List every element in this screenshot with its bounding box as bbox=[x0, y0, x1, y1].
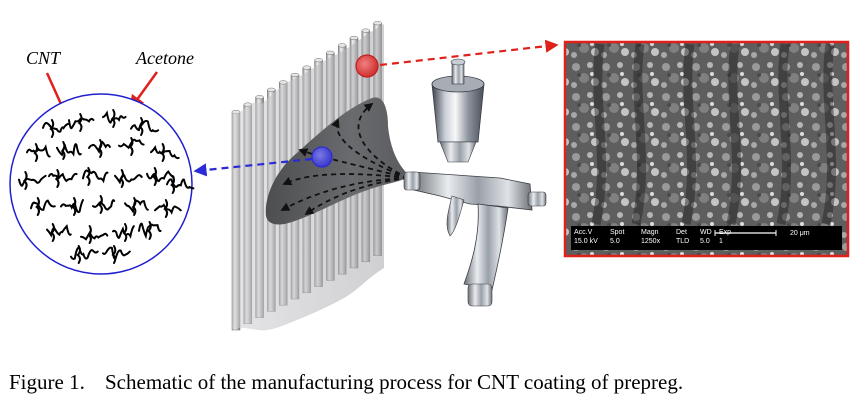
prepreg-rod-top bbox=[337, 43, 347, 48]
cnt-bundle bbox=[18, 174, 47, 187]
sem-sample-point bbox=[355, 54, 379, 78]
cnt-bundle bbox=[42, 121, 70, 133]
cnt-bundle bbox=[60, 199, 84, 214]
sem-ridge-shadow bbox=[821, 43, 837, 225]
prepreg-rod-top bbox=[373, 21, 382, 26]
cnt-bundle bbox=[82, 169, 109, 184]
prepreg-rod-top bbox=[326, 50, 335, 55]
cnt-bundle-branch bbox=[60, 141, 66, 160]
figure-caption: Figure 1. Schematic of the manufacturing … bbox=[9, 370, 849, 395]
prepreg-rod-top bbox=[361, 28, 371, 33]
prepreg-rod-top bbox=[278, 80, 288, 85]
cnt-bundle-branch bbox=[54, 169, 60, 188]
cnt-bundle bbox=[138, 222, 162, 240]
cnt-bundle bbox=[150, 145, 180, 160]
cnt-bundle-branch bbox=[35, 197, 40, 216]
cnt-bundle bbox=[146, 170, 175, 183]
prepreg-rod-top bbox=[302, 65, 312, 70]
sem-info-text: TLD bbox=[676, 238, 689, 245]
cnt-bundle-branch bbox=[97, 139, 103, 158]
sem-info-row-values: 15.0 kV 5.0 1250x TLD 5.0 1 bbox=[574, 238, 723, 245]
spray-sample-point bbox=[311, 146, 333, 168]
spray-cone bbox=[265, 97, 410, 225]
figure-number: Figure 1. bbox=[9, 370, 85, 394]
cnt-bundle-branch bbox=[146, 221, 152, 240]
cnt-bundle-branch bbox=[110, 109, 116, 128]
sem-info-text: Acc.V bbox=[574, 229, 593, 236]
sem-ridge-shadow bbox=[681, 43, 697, 225]
sem-ridge-shadow bbox=[591, 43, 607, 225]
cnt-bundle-branch bbox=[128, 137, 134, 156]
cnt-bundle bbox=[30, 199, 56, 211]
cnt-bundle bbox=[46, 224, 72, 238]
cnt-bundle bbox=[56, 143, 82, 157]
sem-ridge-shadow bbox=[631, 43, 647, 225]
sem-ridge-shadow bbox=[776, 43, 792, 225]
spray-gun bbox=[403, 58, 547, 307]
cnt-bundle bbox=[70, 246, 99, 260]
sem-micrograph: Acc.VSpotMagnDetWDExp 15.0 kV5.01250xTLD… bbox=[563, 40, 850, 258]
cnt-bundle bbox=[92, 199, 116, 211]
cnt-bundle bbox=[154, 203, 182, 215]
cnt-bundle-branch bbox=[87, 225, 92, 244]
cnt-bundle-branch bbox=[131, 197, 137, 216]
cnt-bundle-branch bbox=[170, 175, 175, 194]
cnt-bundle-branch bbox=[163, 199, 169, 218]
sem-ridges bbox=[591, 43, 837, 225]
sem-info-text: 15.0 kV bbox=[574, 238, 598, 245]
cnt-bundle-branch bbox=[98, 195, 103, 214]
cnt-bundle-branch bbox=[111, 245, 117, 264]
prepreg-rod-top bbox=[290, 72, 300, 78]
cnt-bundle bbox=[88, 140, 111, 155]
cnt-bundle-branch bbox=[49, 119, 55, 138]
cnt-bundle bbox=[68, 117, 95, 130]
sem-info-text: 5.0 bbox=[700, 238, 710, 245]
cnt-bundle bbox=[166, 178, 195, 190]
sem-info-text: 1 bbox=[719, 238, 723, 245]
sem-info-text: Magn bbox=[641, 229, 659, 236]
prepreg-rod-top bbox=[255, 95, 264, 100]
sem-info-text: 1250x bbox=[641, 238, 661, 245]
cnt-bundle bbox=[102, 110, 127, 124]
cnt-label: CNT bbox=[26, 48, 62, 68]
cnt-bundle-branch bbox=[152, 167, 157, 186]
cnt-bundle-branch bbox=[119, 169, 124, 188]
cnt-bundle bbox=[112, 225, 135, 239]
prepreg-rod-top bbox=[349, 35, 359, 41]
cnt-bundle bbox=[124, 199, 149, 215]
sem-scale-label: 20 μm bbox=[790, 230, 810, 237]
cnt-bundle-branch bbox=[138, 117, 144, 136]
cnt-bundle-branch bbox=[33, 143, 39, 162]
cnt-bundle bbox=[80, 230, 109, 241]
acetone-label: Acetone bbox=[135, 48, 194, 68]
sem-info-text: Spot bbox=[610, 229, 624, 236]
cnt-squiggles bbox=[18, 109, 195, 264]
caption-text: Schematic of the manufacturing process f… bbox=[105, 370, 684, 394]
cnt-bundle-branch bbox=[76, 245, 81, 264]
sem-link-arrow bbox=[379, 39, 559, 67]
dispersion-link-arrow bbox=[193, 157, 313, 177]
sem-ridge-shadow bbox=[726, 43, 742, 225]
cnt-bundle-branch bbox=[50, 223, 55, 242]
cnt-bundle-branch bbox=[22, 171, 28, 190]
cnt-bundle bbox=[114, 174, 143, 185]
spray-streamlines bbox=[280, 102, 409, 216]
sem-info-text: Det bbox=[676, 229, 687, 236]
cnt-bundle-branch bbox=[160, 143, 165, 162]
cnt-bundle bbox=[26, 144, 51, 158]
cnt-bundle bbox=[48, 172, 78, 183]
cnt-bundle-branch bbox=[122, 223, 128, 242]
sem-info-text: 5.0 bbox=[610, 238, 620, 245]
cnt-bundle-branch bbox=[77, 113, 83, 132]
cnt-dispersion-circle bbox=[9, 93, 195, 275]
sem-info-text: WD bbox=[700, 229, 712, 236]
prepreg-rod-top bbox=[314, 58, 323, 63]
prepreg-rod-top bbox=[267, 87, 276, 92]
cnt-bundle-branch bbox=[85, 167, 91, 186]
cnt-bundle-branch bbox=[71, 197, 77, 216]
